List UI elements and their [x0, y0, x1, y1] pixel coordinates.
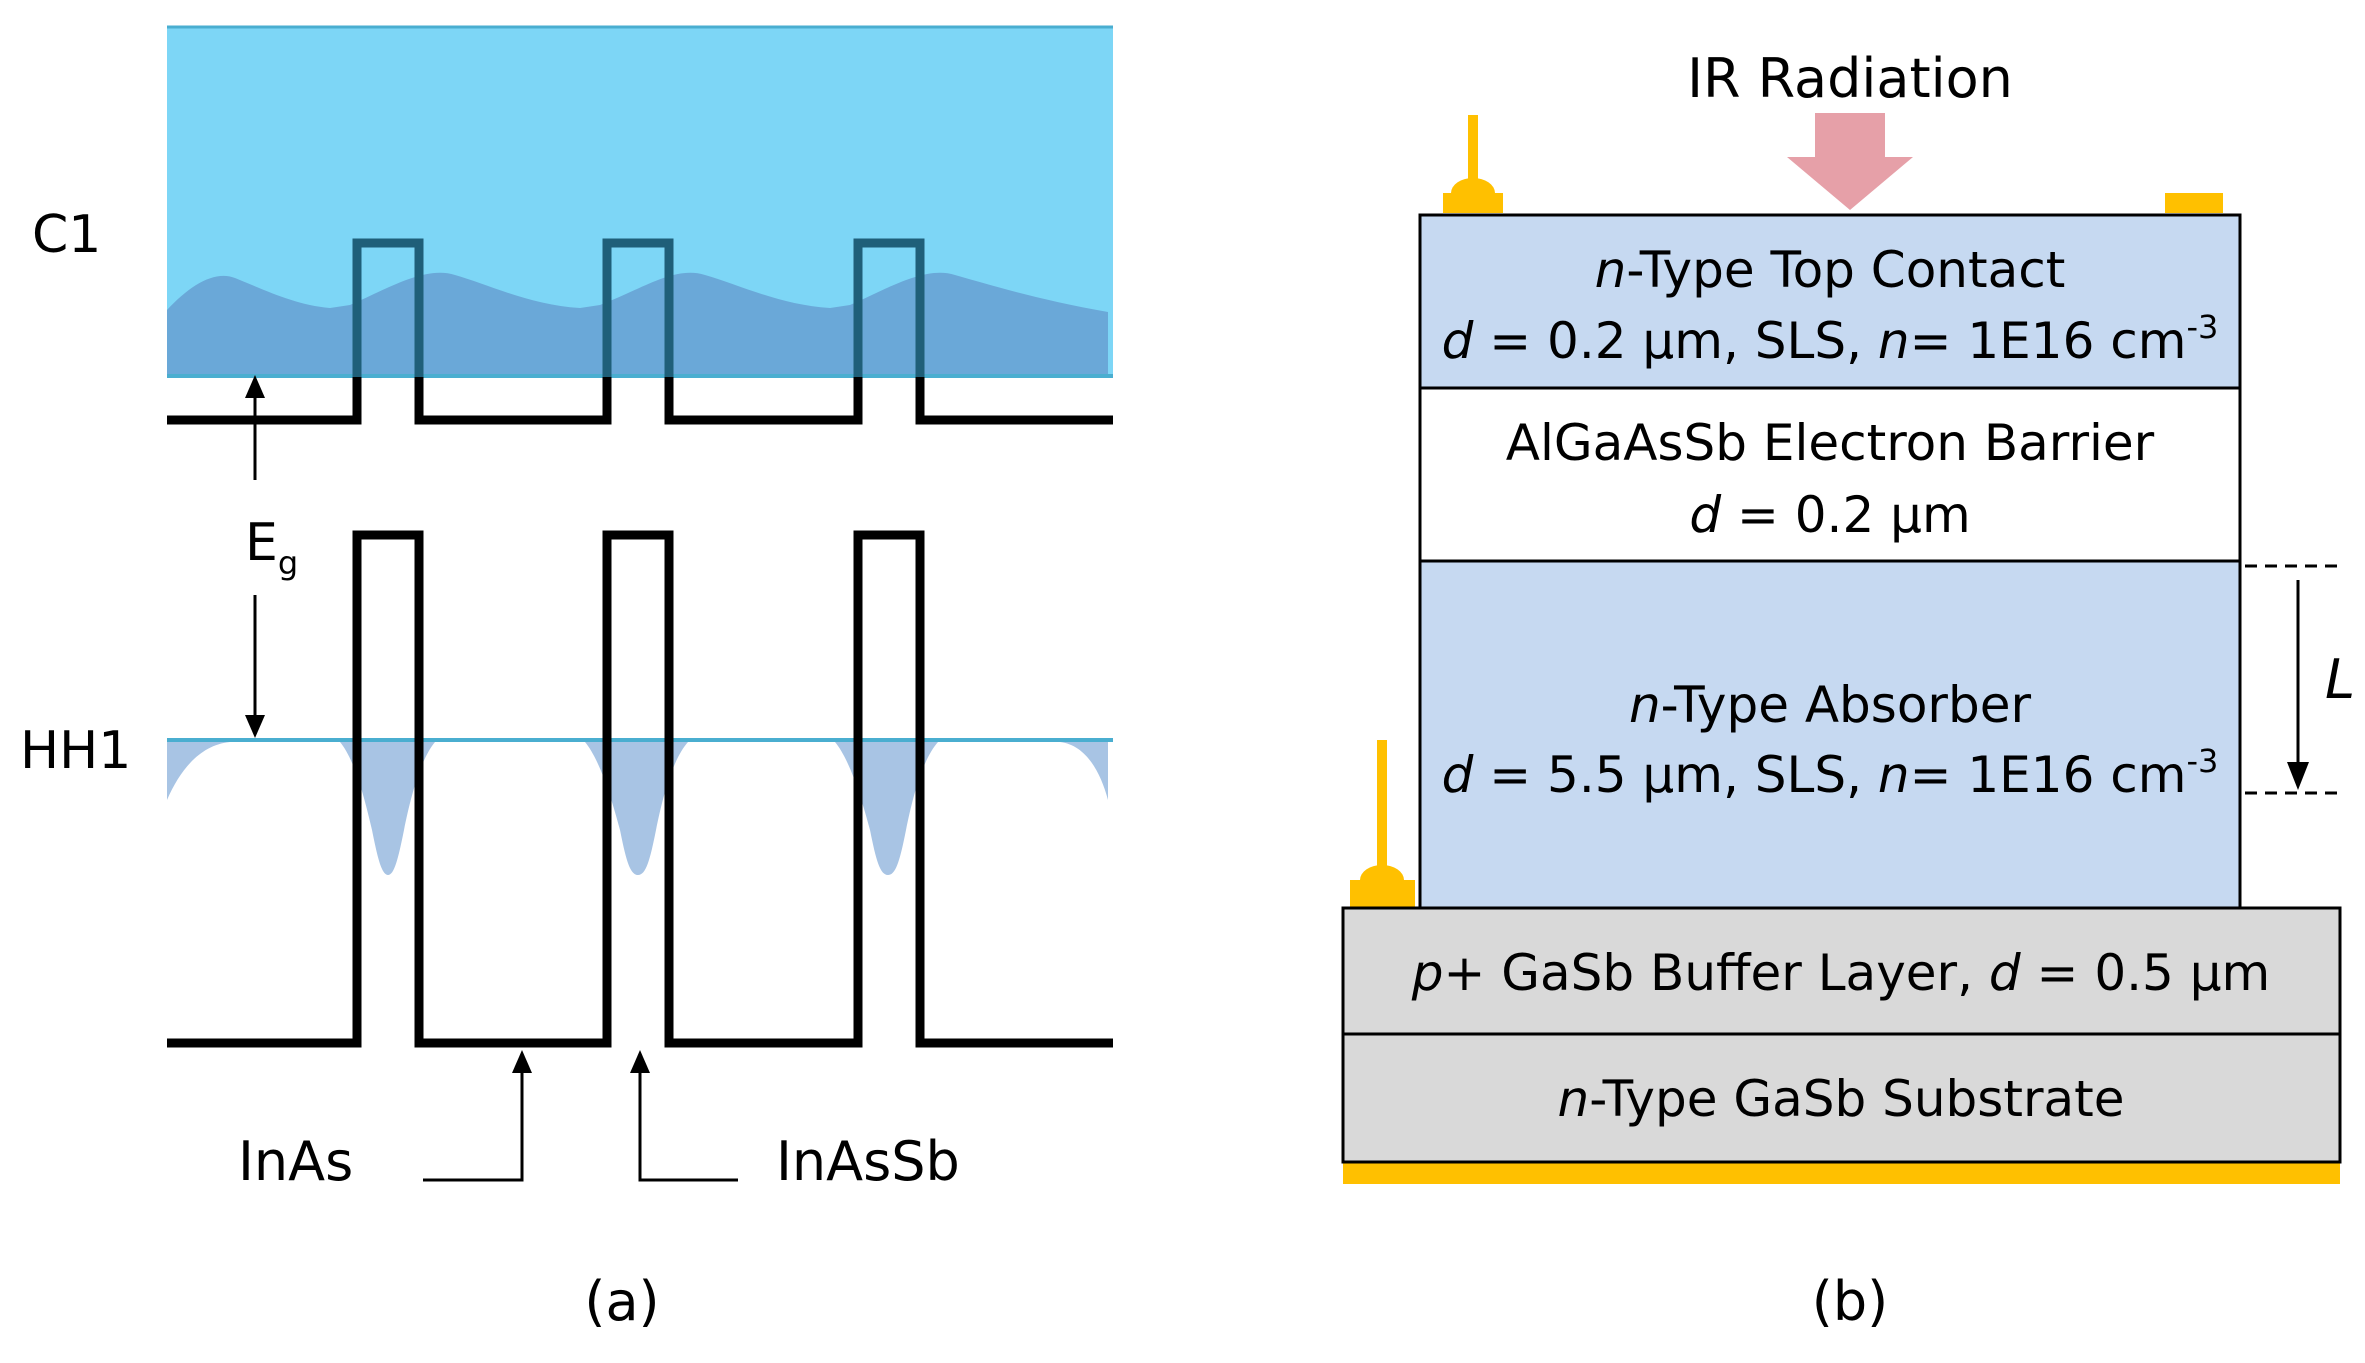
- conduction-barrier-teal: [352, 238, 925, 377]
- barrier-title: AlGaAsSb Electron Barrier: [1506, 414, 2155, 472]
- device-stack: IR Radiation n-Type Top Contact d = 0.2 …: [1341, 47, 2355, 1333]
- top-contact-spec-n-rest: = 1E16 cm: [1910, 312, 2187, 370]
- inas-label: InAs: [238, 1130, 353, 1193]
- absorber-title-n: n: [1629, 676, 1661, 734]
- band-diagram: C1 Eg HH1 InAs InAsSb (a): [20, 25, 1113, 1333]
- eg-label: Eg: [245, 513, 298, 582]
- top-contact-spec-sup: -3: [2186, 308, 2218, 346]
- dimension-label: L: [2325, 648, 2355, 711]
- top-contact-spec-d-rest: = 0.2 µm, SLS,: [1473, 312, 1878, 370]
- inassb-label: InAsSb: [776, 1130, 960, 1193]
- substrate-layer: [1341, 1032, 2342, 1164]
- barrier-spec-d-rest: = 0.2 µm: [1721, 486, 1971, 544]
- substrate-label: n-Type GaSb Substrate: [1557, 1070, 2124, 1128]
- top-contact-right: [2165, 193, 2223, 213]
- top-contact-title-rest: -Type Top Contact: [1626, 241, 2065, 299]
- inas-pointer: [423, 1050, 532, 1182]
- bottom-contact-plate: [1343, 1162, 2340, 1184]
- absorber-spec-n: n: [1878, 746, 1910, 804]
- absorber-spec-d: d: [1442, 746, 1474, 804]
- absorber-spec-d-rest: = 5.5 µm, SLS,: [1473, 746, 1878, 804]
- buffer-label: p+ GaSb Buffer Layer, d = 0.5 µm: [1411, 944, 2271, 1002]
- absorber-spec: d = 5.5 µm, SLS, n= 1E16 cm-3: [1442, 742, 2219, 804]
- buffer-label-d: d: [1989, 944, 2021, 1002]
- hh1-wavefunction: [167, 740, 1108, 875]
- c1-wavefunction: [167, 272, 1108, 377]
- buffer-label-d-rest: = 0.5 µm: [2021, 944, 2271, 1002]
- bottom-contact-left: [1350, 740, 1415, 907]
- top-contact-spec-d: d: [1442, 312, 1474, 370]
- hh1-label: HH1: [20, 721, 131, 781]
- ir-label: IR Radiation: [1687, 47, 2013, 110]
- eg-label-sub: g: [278, 544, 298, 582]
- top-contact-layer: [1418, 213, 2242, 390]
- absorber-spec-sup: -3: [2186, 742, 2218, 780]
- substrate-label-n: n: [1557, 1070, 1589, 1128]
- c1-label: C1: [32, 205, 101, 265]
- absorber-title: n-Type Absorber: [1629, 676, 2032, 734]
- top-contact-title: n-Type Top Contact: [1595, 241, 2066, 299]
- barrier-layer: [1418, 386, 2242, 563]
- ir-arrow: [1787, 113, 1913, 210]
- top-contact-title-n: n: [1595, 241, 1627, 299]
- panel-b-caption: (b): [1812, 1270, 1888, 1333]
- eg-arrow: [245, 375, 265, 738]
- substrate-label-text: -Type GaSb Substrate: [1589, 1070, 2124, 1128]
- absorber-title-rest: -Type Absorber: [1661, 676, 2032, 734]
- barrier-spec: d = 0.2 µm: [1689, 486, 1970, 544]
- valence-band-edge: [167, 530, 1113, 1048]
- panel-a-caption: (a): [584, 1270, 659, 1333]
- buffer-layer: [1341, 906, 2342, 1036]
- eg-label-main: E: [245, 513, 278, 573]
- top-contact-spec-n: n: [1878, 312, 1910, 370]
- top-contact-left: [1443, 115, 1503, 213]
- barrier-spec-d: d: [1689, 486, 1721, 544]
- absorber-dimension-marker: [2245, 564, 2345, 795]
- absorber-spec-n-rest: = 1E16 cm: [1910, 746, 2187, 804]
- absorber-layer: [1418, 559, 2242, 910]
- inassb-pointer: [630, 1050, 738, 1182]
- top-contact-spec: d = 0.2 µm, SLS, n= 1E16 cm-3: [1442, 308, 2219, 370]
- buffer-label-p: p: [1411, 944, 1444, 1002]
- buffer-label-text: + GaSb Buffer Layer,: [1444, 944, 1989, 1002]
